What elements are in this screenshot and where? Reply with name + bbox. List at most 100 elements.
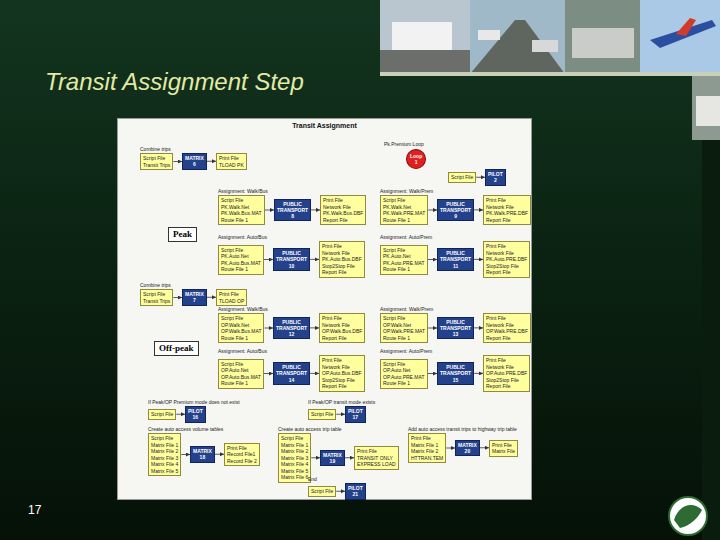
- step-heading: If Peak/OP transit mode exists: [308, 399, 375, 405]
- flow-arrow: [173, 297, 182, 298]
- node-text: Transit Trips: [143, 162, 170, 169]
- node-text: PK.Auto.Net: [383, 253, 425, 260]
- node-text: Script File: [221, 315, 261, 322]
- file-stack: Script FileTransit Trips: [140, 153, 173, 170]
- node-text: PUBLIC TRANSPORT: [440, 250, 471, 263]
- file-stack: Script FilePK.Auto.NetPK.Auto.PRE.MATRou…: [380, 245, 428, 275]
- node-text: Print File: [322, 243, 362, 250]
- file-stack: Script FileMatrix File 1Matrix File 2Mat…: [148, 433, 181, 476]
- node-text: MATRIX: [185, 155, 204, 161]
- file-stack: Print FileMatrix File 1Matrix File 2HTTR…: [408, 433, 446, 463]
- flow-arrow: [310, 327, 319, 328]
- node-text: Script File: [151, 435, 178, 442]
- node-text: TRANSIT ONLY: [357, 455, 396, 462]
- step-number: 19: [323, 458, 342, 464]
- file-stack: Script File: [148, 409, 176, 420]
- step-number: 15: [440, 377, 471, 383]
- step-number: 6: [185, 161, 204, 167]
- step-number: 12: [276, 331, 307, 337]
- node-text: Script File: [383, 247, 425, 254]
- flow-arrow: [207, 297, 216, 298]
- node-text: Network File: [322, 364, 362, 371]
- node-text: PK.Walk.Bus.DBF: [323, 210, 363, 217]
- node-text: Route File 1: [221, 266, 261, 273]
- node-text: Matrix File 1: [151, 442, 178, 449]
- step-heading: Combine trips: [140, 282, 171, 288]
- node-text: Matrix File 3: [151, 455, 178, 462]
- step-number: 14: [276, 377, 307, 383]
- node-text: OP.Auto.PRE.MAT: [383, 374, 425, 381]
- flow-arrow: [428, 373, 438, 374]
- file-stack: Script FilePK.Walk.NetPK.Walk.PRE.MATRou…: [380, 195, 428, 225]
- node-text: Script File: [383, 361, 425, 368]
- node-text: Matrix File 4: [151, 461, 178, 468]
- program-box: PUBLIC TRANSPORT12: [273, 317, 310, 340]
- flow-arrow: [215, 454, 224, 455]
- file-stack: Print FileNetwork FileOP.Auto.Bus.DBFSto…: [319, 355, 365, 392]
- step-number: 16: [188, 414, 203, 420]
- node-text: OP.Auto.Bus.DBF: [322, 370, 362, 377]
- node-text: PK.Walk.Net: [221, 204, 262, 211]
- node-text: Matrix File 3: [281, 455, 308, 462]
- node-text: PILOT: [348, 485, 363, 491]
- node-text: Print File: [486, 315, 528, 322]
- node-text: Script File: [383, 197, 425, 204]
- program-box: PILOT2: [485, 169, 506, 186]
- node-text: Report File: [486, 269, 527, 276]
- program-box: MATRIX19: [320, 450, 345, 467]
- step-heading: Create auto access volume tables: [148, 426, 223, 432]
- node-text: Script File: [221, 197, 262, 204]
- node-text: Report File: [323, 217, 363, 224]
- program-box: PUBLIC TRANSPORT13: [437, 317, 474, 340]
- step-number: 21: [348, 491, 363, 497]
- program-box: PILOT21: [345, 483, 366, 500]
- node-text: Script File: [221, 361, 261, 368]
- file-stack: Script File: [448, 172, 476, 183]
- flow-arrow: [264, 373, 273, 374]
- flow-arrow: [476, 177, 485, 178]
- program-box: PUBLIC TRANSPORT8: [274, 199, 311, 222]
- node-text: PUBLIC TRANSPORT: [276, 364, 307, 377]
- node-text: Print File: [323, 197, 363, 204]
- program-box: PUBLIC TRANSPORT10: [273, 248, 310, 271]
- node-text: PILOT: [188, 408, 203, 414]
- node-text: Route File 1: [383, 335, 425, 342]
- node-text: OP.Walk.Bus.MAT: [221, 328, 261, 335]
- file-stack: Print FileTLOAD PK: [216, 153, 247, 170]
- node-text: Print File: [357, 448, 396, 455]
- flow-arrow: [311, 209, 320, 210]
- file-stack: Print FileRecord File1Record File 2: [224, 443, 260, 467]
- file-stack: Script File: [308, 409, 336, 420]
- node-text: EXPRESS LOAD: [357, 461, 396, 468]
- flow-arrow: [480, 447, 489, 448]
- step-number: 7: [185, 297, 204, 303]
- step-heading: If Peak/OP Premium mode does not exist: [148, 399, 240, 405]
- file-stack: Print FileNetwork FilePK.Walk.Bus.DBFRep…: [320, 195, 366, 225]
- node-text: Transit Assignment: [118, 122, 531, 130]
- node-text: PK.Walk.PRE.MAT: [383, 210, 425, 217]
- node-text: Print File: [486, 357, 527, 364]
- file-stack: Print FileTLOAD OP: [216, 289, 247, 306]
- program-box: PUBLIC TRANSPORT11: [437, 248, 474, 271]
- flow-arrow: [207, 161, 216, 162]
- flow-arrow: [310, 259, 319, 260]
- file-stack: Script File: [308, 486, 336, 497]
- node-text: OP.Walk.Bus.DBF: [322, 328, 362, 335]
- node-text: TLOAD OP: [219, 298, 244, 305]
- step-number: 10: [276, 263, 307, 269]
- step-heading: Assignment: Auto/Prem: [380, 348, 432, 354]
- node-text: Print File: [492, 442, 515, 449]
- node-text: Report File: [486, 383, 527, 390]
- node-text: PK.Walk.Bus.MAT: [221, 210, 262, 217]
- flow-arrow: [336, 414, 345, 415]
- node-text: PUBLIC TRANSPORT: [276, 250, 307, 263]
- node-text: MATRIX: [458, 442, 477, 448]
- program-box: PILOT17: [345, 406, 366, 423]
- flow-arrow: [265, 210, 274, 211]
- flow-arrow: [428, 210, 437, 211]
- node-text: 1: [410, 159, 422, 165]
- node-text: PUBLIC TRANSPORT: [440, 364, 471, 377]
- step-heading: Pk.Premium Loop: [384, 141, 424, 147]
- step-heading: Assignment: Walk/Prem: [380, 306, 433, 312]
